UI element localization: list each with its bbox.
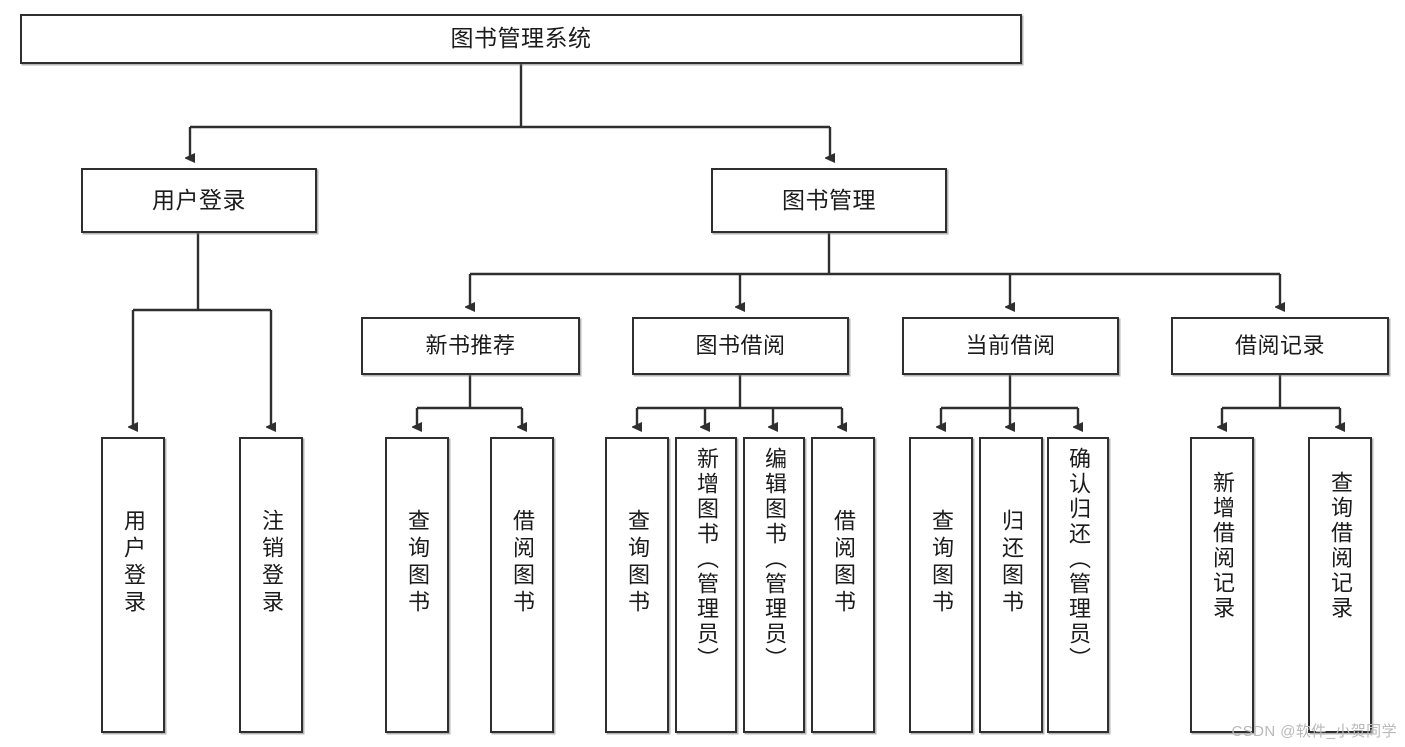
node-label: 新增借阅记录 [1210, 471, 1235, 621]
csdn-watermark: CSDN @软件_小贺同学 [1231, 723, 1397, 740]
node-label: 图书管理系统 [450, 25, 592, 52]
node-label: 当前借阅 [965, 333, 1056, 359]
leaf-new-book-borrow[interactable]: 借阅图书 [490, 437, 554, 733]
leaf-current-borrow-query[interactable]: 查询图书 [909, 437, 973, 733]
node-label: 用户登录 [152, 186, 246, 213]
node-label: 注销登录 [259, 509, 284, 617]
node-label: 用户登录 [121, 509, 146, 617]
node-label: 归还图书 [999, 509, 1024, 617]
node-label: 新增图书（管理员） [694, 447, 719, 672]
leaf-current-borrow-confirm-return[interactable]: 确认归还（管理员） [1047, 437, 1109, 733]
leaf-borrow-record-add[interactable]: 新增借阅记录 [1190, 437, 1254, 733]
leaf-borrow-record-query[interactable]: 查询借阅记录 [1308, 437, 1372, 733]
node-book-borrow[interactable]: 图书借阅 [632, 317, 849, 375]
leaf-book-borrow-add[interactable]: 新增图书（管理员） [675, 437, 737, 733]
node-label: 借阅记录 [1234, 333, 1325, 359]
node-label: 查询图书 [625, 509, 650, 617]
node-label: 查询图书 [405, 509, 430, 617]
node-label: 查询图书 [929, 509, 954, 617]
node-root-system[interactable]: 图书管理系统 [20, 14, 1022, 64]
node-label: 借阅图书 [510, 509, 535, 617]
node-current-borrow[interactable]: 当前借阅 [902, 317, 1119, 375]
leaf-book-borrow-borrow[interactable]: 借阅图书 [811, 437, 875, 733]
node-label: 确认归还（管理员） [1066, 447, 1091, 672]
leaf-book-borrow-edit[interactable]: 编辑图书（管理员） [743, 437, 805, 733]
node-label: 图书借阅 [695, 333, 786, 359]
node-label: 编辑图书（管理员） [762, 447, 787, 672]
leaf-user-login-logout[interactable]: 注销登录 [239, 437, 303, 733]
leaf-current-borrow-return[interactable]: 归还图书 [979, 437, 1043, 733]
node-book-management[interactable]: 图书管理 [711, 168, 947, 233]
node-label: 图书管理 [782, 186, 876, 213]
node-user-login[interactable]: 用户登录 [81, 168, 317, 233]
node-borrow-record[interactable]: 借阅记录 [1171, 317, 1389, 375]
node-label: 借阅图书 [831, 509, 856, 617]
node-label: 查询借阅记录 [1328, 471, 1353, 621]
leaf-book-borrow-query[interactable]: 查询图书 [605, 437, 669, 733]
node-label: 新书推荐 [425, 333, 516, 359]
node-new-book-recommend[interactable]: 新书推荐 [361, 317, 580, 375]
leaf-new-book-query[interactable]: 查询图书 [385, 437, 449, 733]
leaf-user-login-login[interactable]: 用户登录 [101, 437, 165, 733]
